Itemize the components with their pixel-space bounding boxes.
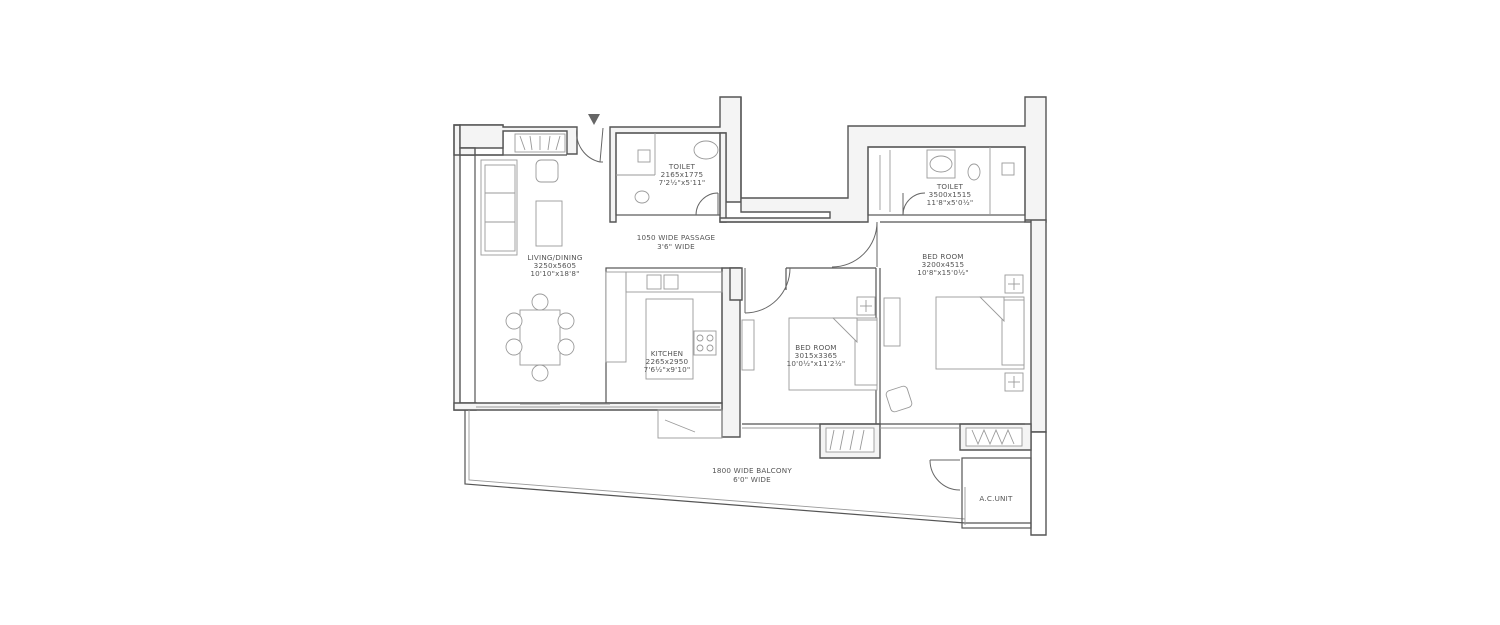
furniture — [480, 133, 1025, 453]
toilet-2-name: TOILET — [936, 182, 964, 191]
balcony-imperial: 6'0" WIDE — [733, 475, 771, 484]
toilet-1-metric: 2165x1775 — [661, 170, 704, 179]
kitchen-name: KITCHEN — [651, 349, 684, 358]
toilet-1-name: TOILET — [668, 162, 696, 171]
room-labels: TOILET 2165x1775 7'2½"x5'11" TOILET 3500… — [527, 162, 1013, 503]
toilet-2-metric: 3500x1515 — [929, 190, 972, 199]
toilet-1-imperial: 7'2½"x5'11" — [659, 178, 706, 187]
toilet-2-imperial: 11'8"x5'0½" — [927, 198, 974, 207]
bedroom-2-metric: 3015x3365 — [795, 351, 838, 360]
passage-name: 1050 WIDE PASSAGE — [637, 233, 716, 242]
master-bedroom-imperial: 10'8"x15'0½" — [917, 268, 969, 277]
kitchen-metric: 2265x2950 — [646, 357, 689, 366]
passage-imperial: 3'6" WIDE — [657, 242, 695, 251]
ac-unit-label: A.C.UNIT — [979, 494, 1013, 503]
master-bedroom-name: BED ROOM — [922, 252, 963, 261]
bedroom-2-imperial: 10'0½"x11'2½" — [787, 359, 846, 368]
kitchen-imperial: 7'6½"x9'10" — [644, 365, 691, 374]
master-bedroom-metric: 3200x4515 — [922, 260, 965, 269]
living-dining-name: LIVING/DINING — [527, 253, 582, 262]
balcony-name: 1800 WIDE BALCONY — [712, 466, 792, 475]
living-dining-metric: 3250x5605 — [534, 261, 577, 270]
living-dining-imperial: 10'10"x18'8" — [530, 269, 579, 278]
doors — [576, 127, 961, 491]
entry-arrow-icon — [588, 114, 600, 125]
bedroom-2-name: BED ROOM — [795, 343, 836, 352]
